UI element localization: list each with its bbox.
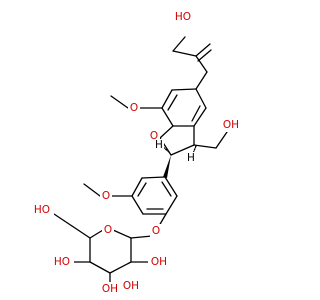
oxygen-label: O — [150, 130, 158, 142]
oxygen-label: O — [130, 102, 138, 114]
hydroxyl-label: OH — [223, 119, 239, 131]
wedge-bond — [163, 155, 171, 178]
atom-label-sugar-oh-1: OH — [148, 255, 170, 269]
hydrogen-label: H — [155, 139, 163, 151]
bond — [89, 261, 111, 274]
bond — [131, 195, 144, 215]
atom-label-sugar-ring-oxygen: O — [102, 223, 114, 237]
atom-label-stereo-h-1: H — [186, 152, 196, 164]
bond — [161, 107, 174, 127]
atom-label-top-hydroxyl: HO — [172, 10, 194, 24]
atom-label-sugar-oh-3: OH — [120, 279, 142, 293]
molecule-drawing: HO O O OH O O O HO OH HO OH OH — [30, 10, 242, 296]
bond — [110, 95, 129, 109]
bond — [130, 235, 153, 239]
bond — [71, 225, 91, 239]
bond — [193, 107, 207, 127]
atom-label-glycosidic-oxygen: O — [150, 224, 162, 238]
bond — [53, 213, 73, 227]
bond — [83, 183, 101, 197]
bond — [164, 176, 178, 197]
hydroxyl-label: HO — [34, 204, 50, 216]
bond — [215, 131, 228, 149]
oxygen-label: O — [102, 190, 110, 202]
bond — [195, 55, 208, 73]
hydrogen-label: H — [187, 152, 195, 164]
bond — [172, 50, 197, 57]
bond — [159, 125, 174, 139]
bond — [89, 229, 104, 239]
bond — [195, 71, 208, 90]
atom-label-hydroxymethyl-oh: OH — [220, 118, 242, 132]
bond — [165, 195, 178, 215]
bond — [137, 182, 147, 197]
bond — [172, 36, 186, 52]
bond — [195, 43, 211, 57]
hydroxyl-label: OH — [123, 280, 139, 292]
bond — [131, 177, 143, 197]
bond — [112, 229, 132, 239]
bond — [141, 176, 166, 179]
hydroxyl-label: HO — [54, 256, 70, 268]
bond — [167, 94, 178, 111]
atom-label-sugar-oh-2: HO — [50, 255, 74, 269]
bond — [170, 144, 195, 156]
hydroxyl-label: HO — [175, 11, 191, 23]
bond — [171, 88, 197, 91]
bond — [109, 261, 132, 274]
atom-label-sugar-ch2oh: HO — [30, 203, 54, 217]
atom-label-sugar-oh-4: OH — [99, 282, 121, 296]
oxygen-label: O — [152, 225, 160, 237]
bond — [161, 181, 172, 197]
bond — [193, 144, 217, 149]
bond — [195, 88, 207, 109]
bond — [191, 105, 201, 122]
structure-canvas: HO O O OH O O O HO OH HO OH OH — [30, 10, 242, 296]
atom-label-methoxy-oxygen-upper: O — [128, 101, 140, 115]
atom-label-stereo-h-2: H — [154, 139, 164, 151]
oxygen-label: O — [104, 224, 112, 236]
bond — [161, 89, 173, 109]
hydroxyl-label: OH — [102, 283, 118, 295]
hydroxyl-label: OH — [151, 256, 167, 268]
bond — [197, 49, 212, 62]
atom-label-methoxy-oxygen-lower: O — [100, 189, 112, 203]
